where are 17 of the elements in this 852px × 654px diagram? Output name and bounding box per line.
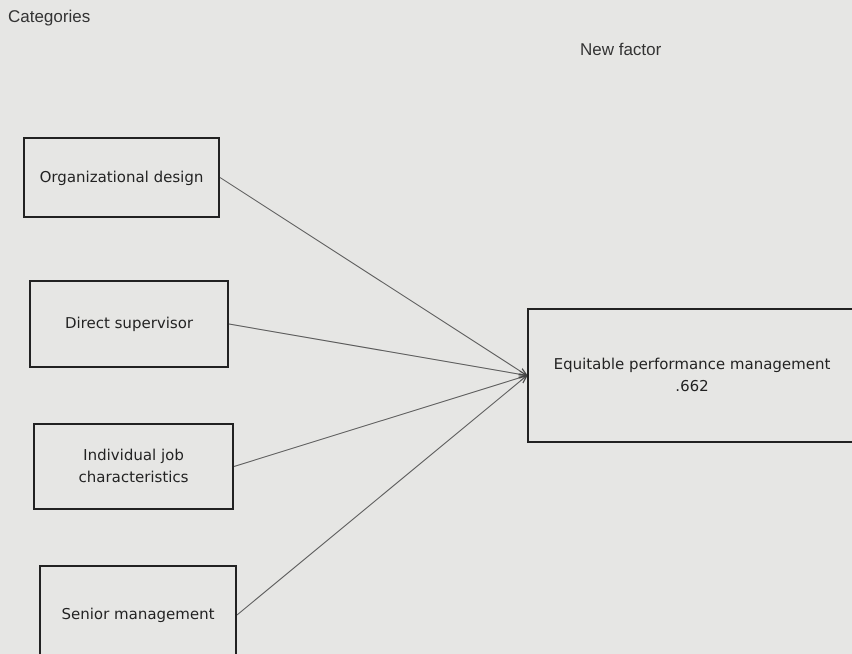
arrow	[236, 374, 528, 616]
box-text: Direct supervisor	[64, 313, 194, 334]
box-text: Organizational design	[40, 166, 204, 188]
category-box	[29, 280, 229, 368]
category-box	[23, 137, 220, 218]
diagram-title: Categories	[8, 6, 92, 28]
category-box	[527, 308, 852, 443]
column-heading: New factor	[580, 40, 662, 60]
category-box	[33, 423, 234, 510]
box-text: Senior management	[61, 604, 215, 626]
arrow	[234, 374, 528, 467]
box-text: Equitable performance management	[554, 354, 830, 375]
box-text: Individual job characteristics	[78, 444, 190, 488]
category-box	[39, 565, 237, 654]
arrow	[228, 324, 528, 378]
arrow	[220, 177, 528, 376]
box-text: .662	[675, 376, 709, 396]
